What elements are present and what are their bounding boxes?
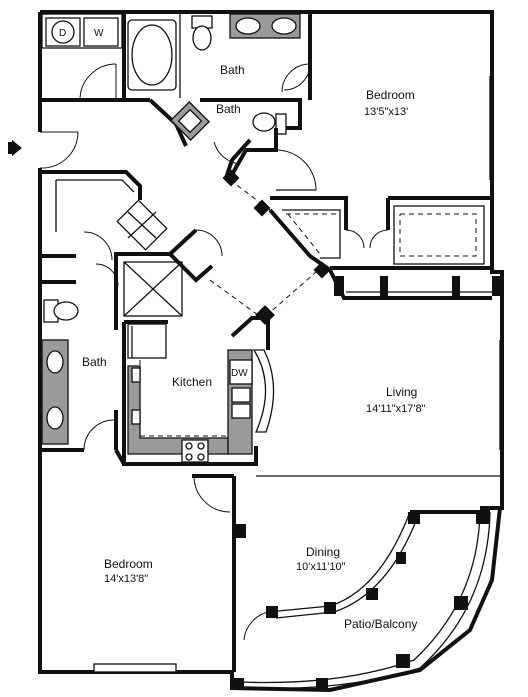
patio-balcony: Patio/Balcony bbox=[232, 510, 491, 690]
washer-icon bbox=[83, 17, 119, 47]
entry-arrow-icon bbox=[12, 140, 22, 156]
living-room: Living 14'11"x17'8" bbox=[328, 269, 502, 450]
bedroom-2: Bedroom 14'x13'8" bbox=[38, 449, 246, 673]
sink-icon bbox=[235, 17, 261, 35]
refrigerator bbox=[127, 323, 167, 359]
sink-icon bbox=[46, 406, 64, 430]
room-name-bedroom-1: Bedroom bbox=[366, 88, 415, 102]
toilet-icon bbox=[53, 301, 79, 321]
dryer-label: D bbox=[59, 28, 66, 39]
laundry-closet: D W bbox=[41, 13, 123, 101]
top-bath: Bath bbox=[122, 12, 312, 102]
room-dims-bedroom-1: 13'5"x13' bbox=[364, 106, 408, 118]
room-name-dining: Dining bbox=[306, 545, 340, 559]
toilet-icon bbox=[192, 25, 212, 51]
bedroom-1: Bedroom 13'5"x13' bbox=[228, 63, 492, 270]
room-name-kitchen: Kitchen bbox=[172, 375, 212, 389]
kitchen: DW Kitchen bbox=[122, 316, 275, 466]
exterior-walls bbox=[38, 10, 504, 693]
sink-icon bbox=[46, 350, 64, 374]
room-name-bath-top: Bath bbox=[220, 63, 245, 77]
toilet-icon bbox=[252, 112, 276, 132]
room-name-bath-left: Bath bbox=[82, 355, 107, 369]
toilet-tank-icon bbox=[275, 113, 287, 135]
bathtub-icon bbox=[127, 19, 177, 91]
closets-center bbox=[114, 199, 223, 330]
room-dims-dining: 10'x11'10" bbox=[296, 561, 346, 573]
room-name-bath-half: Bath bbox=[216, 102, 241, 116]
bar-counter bbox=[252, 349, 275, 433]
room-name-bedroom-2: Bedroom bbox=[104, 557, 153, 571]
dishwasher-label: DW bbox=[231, 368, 248, 379]
dishwasher-icon bbox=[229, 359, 253, 385]
room-name-patio: Patio/Balcony bbox=[344, 617, 417, 631]
room-dims-bedroom-2: 14'x13'8" bbox=[104, 573, 148, 585]
half-bath: Bath bbox=[148, 98, 302, 179]
window bbox=[93, 663, 177, 673]
room-dims-living: 14'11"x17'8" bbox=[366, 403, 426, 415]
washer-label: W bbox=[94, 28, 104, 39]
room-name-living: Living bbox=[386, 385, 417, 399]
stove-icon bbox=[181, 439, 209, 463]
dining-room: Dining 10'x11'10" bbox=[243, 475, 500, 641]
sink-icon bbox=[271, 17, 297, 35]
left-bath: Bath bbox=[40, 170, 142, 452]
